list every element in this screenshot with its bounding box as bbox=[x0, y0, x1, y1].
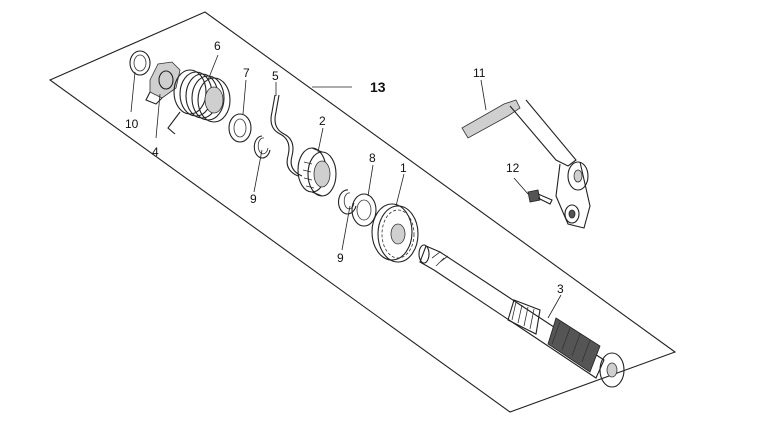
part-8-washer bbox=[351, 193, 377, 227]
callout-13: 13 bbox=[370, 79, 386, 95]
callout-3: 3 bbox=[557, 282, 564, 296]
callout-12: 12 bbox=[506, 161, 520, 175]
leader-lines bbox=[130, 54, 562, 319]
part-9-circlip-upper bbox=[253, 135, 271, 159]
callout-2: 2 bbox=[319, 114, 326, 128]
callout-9-upper: 9 bbox=[250, 192, 257, 206]
callout-7: 7 bbox=[243, 66, 250, 80]
part-7-washer bbox=[228, 113, 252, 143]
callout-10: 10 bbox=[125, 117, 139, 131]
part-1-kick-gear bbox=[371, 203, 419, 263]
part-4-stopper bbox=[145, 61, 181, 105]
callout-11: 11 bbox=[473, 66, 486, 80]
part-12-bolt bbox=[527, 189, 553, 205]
assembly-outline bbox=[48, 11, 677, 413]
part-11-kick-arm bbox=[461, 99, 591, 229]
callout-4: 4 bbox=[152, 145, 159, 159]
callout-1: 1 bbox=[400, 161, 407, 175]
part-3-kick-shaft bbox=[418, 244, 625, 388]
callout-5: 5 bbox=[272, 69, 279, 83]
part-5-ratchet-spring bbox=[270, 94, 303, 177]
callout-8: 8 bbox=[369, 151, 376, 165]
callout-9-lower: 9 bbox=[337, 251, 344, 265]
part-10-circlip bbox=[129, 50, 151, 76]
part-6-kick-spring bbox=[167, 69, 231, 135]
callout-6: 6 bbox=[214, 39, 221, 53]
part-2-ratchet bbox=[297, 147, 337, 197]
